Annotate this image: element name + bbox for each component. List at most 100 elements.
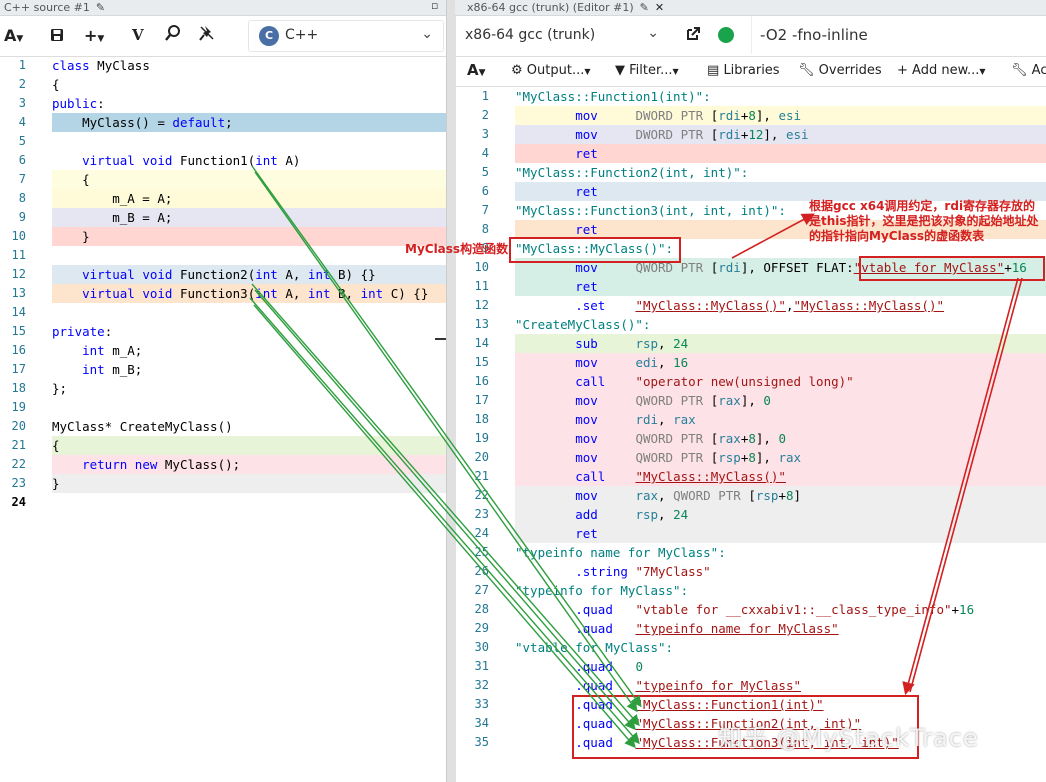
source-code: public: — [52, 96, 105, 111]
asm-code: sub rsp, 24 — [575, 336, 689, 351]
add-tool-menu[interactable]: 🔧︎ Ac — [1011, 63, 1046, 78]
asm-code: mov QWORD PTR [rsp+8], rax — [575, 450, 802, 465]
asm-code: "vtable for MyClass": — [515, 640, 674, 655]
asm-line[interactable]: 28 .quad "vtable for __cxxabiv1::__class… — [455, 600, 1046, 619]
asm-line[interactable]: 30"vtable for MyClass": — [455, 638, 1046, 657]
vim-mode-button[interactable]: V — [132, 26, 144, 44]
asm-line[interactable]: 26 .string "7MyClass" — [455, 562, 1046, 581]
asm-line[interactable]: 3 mov DWORD PTR [rdi+12], esi — [455, 125, 1046, 144]
font-size-button[interactable]: A▼ — [467, 61, 486, 79]
source-line[interactable]: 14 — [0, 303, 446, 322]
source-code: MyClass* CreateMyClass() — [52, 419, 233, 434]
asm-line[interactable]: 23 add rsp, 24 — [455, 505, 1046, 524]
source-line[interactable]: 6 virtual void Function1(int A) — [0, 151, 446, 170]
source-line[interactable]: 11 — [0, 246, 446, 265]
asm-line[interactable]: 31 .quad 0 — [455, 657, 1046, 676]
book-icon: ▤ — [707, 63, 720, 78]
asm-code: .quad "typeinfo for MyClass" — [575, 678, 802, 693]
source-line[interactable]: 21{ — [0, 436, 446, 455]
asm-line[interactable]: 22 mov rax, QWORD PTR [rsp+8] — [455, 486, 1046, 505]
source-code: virtual void Function1(int A) — [82, 153, 301, 168]
source-line[interactable]: 7 { — [0, 170, 446, 189]
popout-icon[interactable] — [685, 26, 701, 46]
source-line[interactable]: 10 } — [0, 227, 446, 246]
asm-line[interactable]: 19 mov QWORD PTR [rax+8], 0 — [455, 429, 1046, 448]
filter-icon: ▼ — [615, 63, 625, 78]
line-number: 10 — [474, 260, 489, 274]
compile-status-icon[interactable] — [718, 27, 734, 43]
compiler-select[interactable]: x86-64 gcc (trunk) ⌄ — [455, 20, 669, 50]
asm-line[interactable]: 27"typeinfo for MyClass": — [455, 581, 1046, 600]
pencil-icon[interactable]: ✎ — [639, 1, 649, 14]
asm-code: ret — [575, 146, 598, 161]
add-pane-button[interactable]: +▼ — [84, 26, 105, 45]
compiler-flags-input[interactable]: -O2 -fno-inline — [751, 16, 1046, 54]
pin-icon[interactable] — [198, 24, 216, 46]
font-size-button[interactable]: A▼ — [4, 26, 24, 45]
asm-line[interactable]: 2 mov DWORD PTR [rdi+8], esi — [455, 106, 1046, 125]
source-code: { — [52, 172, 90, 187]
source-code: }; — [52, 381, 68, 396]
source-line[interactable]: 24 — [0, 493, 446, 512]
filter-menu[interactable]: ▼ Filter...▼ — [615, 63, 679, 78]
pencil-icon[interactable]: ✎ — [95, 1, 106, 14]
line-number: 15 — [11, 324, 26, 338]
source-line[interactable]: 4 MyClass() = default; — [0, 113, 446, 132]
source-line[interactable]: 16 int m_A; — [0, 341, 446, 360]
asm-line[interactable]: 17 mov QWORD PTR [rax], 0 — [455, 391, 1046, 410]
asm-line[interactable]: 29 .quad "typeinfo name for MyClass" — [455, 619, 1046, 638]
source-line[interactable]: 9 m_B = A; — [0, 208, 446, 227]
search-settings-icon[interactable] — [164, 24, 182, 46]
source-line[interactable]: 19 — [0, 398, 446, 417]
asm-line[interactable]: 32 .quad "typeinfo for MyClass" — [455, 676, 1046, 695]
asm-code: mov QWORD PTR [rax+8], 0 — [575, 431, 786, 446]
source-line[interactable]: 2{ — [0, 75, 446, 94]
libraries-button[interactable]: ▤ Libraries — [707, 63, 780, 78]
asm-line[interactable]: 13"CreateMyClass()": — [455, 315, 1046, 334]
source-line[interactable]: 5 — [0, 132, 446, 151]
source-line[interactable]: 22 return new MyClass(); — [0, 455, 446, 474]
overrides-button[interactable]: 🔧︎ Overrides — [798, 63, 882, 78]
line-number: 10 — [11, 229, 26, 243]
line-number: 13 — [11, 286, 26, 300]
language-select[interactable]: C C++ ⌄ — [248, 20, 444, 52]
right-tab-bar: x86-64 gcc (trunk) (Editor #1)✎✕ — [455, 0, 1046, 16]
asm-line[interactable]: 5"MyClass::Function2(int, int)": — [455, 163, 1046, 182]
line-highlight — [515, 106, 1046, 125]
source-line[interactable]: 23} — [0, 474, 446, 493]
source-line[interactable]: 13 virtual void Function3(int A, int B, … — [0, 284, 446, 303]
close-icon[interactable]: ✕ — [654, 1, 665, 14]
line-number: 17 — [11, 362, 26, 376]
asm-line[interactable]: 24 ret — [455, 524, 1046, 543]
compiler-tab[interactable]: x86-64 gcc (trunk) (Editor #1)✎✕ — [463, 0, 664, 15]
watermark: 知乎 @MyStackTrace — [718, 724, 979, 752]
asm-line[interactable]: 21 call "MyClass::MyClass()" — [455, 467, 1046, 486]
output-menu[interactable]: ⚙ Output...▼ — [511, 63, 591, 78]
save-icon[interactable] — [50, 27, 64, 46]
source-line[interactable]: 12 virtual void Function2(int A, int B) … — [0, 265, 446, 284]
line-highlight — [52, 474, 446, 493]
maximize-icon[interactable]: ▫ — [431, 0, 439, 12]
asm-line[interactable]: 12 .set "MyClass::MyClass()","MyClass::M… — [455, 296, 1046, 315]
add-new-menu[interactable]: + Add new...▼ — [897, 63, 986, 78]
source-line[interactable]: 17 int m_B; — [0, 360, 446, 379]
gear-icon: ⚙ — [511, 63, 523, 78]
source-line[interactable]: 18}; — [0, 379, 446, 398]
asm-code: mov DWORD PTR [rdi+8], esi — [575, 108, 802, 123]
asm-line[interactable]: 4 ret — [455, 144, 1046, 163]
asm-line[interactable]: 15 mov edi, 16 — [455, 353, 1046, 372]
asm-line[interactable]: 25"typeinfo name for MyClass": — [455, 543, 1046, 562]
asm-line[interactable]: 20 mov QWORD PTR [rsp+8], rax — [455, 448, 1046, 467]
left-source-tab[interactable]: C++ source #1✎ — [0, 0, 105, 15]
source-line[interactable]: 8 m_A = A; — [0, 189, 446, 208]
asm-line[interactable]: 1"MyClass::Function1(int)": — [455, 87, 1046, 106]
line-number: 18 — [11, 381, 26, 395]
line-number: 5 — [18, 134, 26, 148]
asm-line[interactable]: 18 mov rdi, rax — [455, 410, 1046, 429]
asm-line[interactable]: 16 call "operator new(unsigned long)" — [455, 372, 1046, 391]
asm-line[interactable]: 14 sub rsp, 24 — [455, 334, 1046, 353]
